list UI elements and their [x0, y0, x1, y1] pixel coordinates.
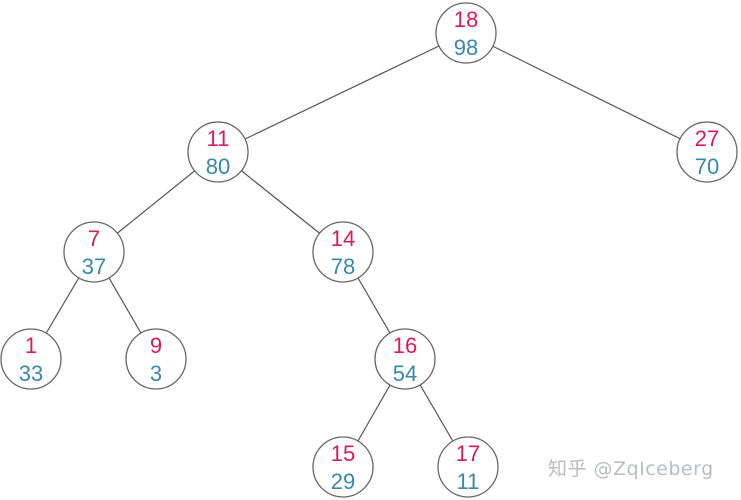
- node-priority: 98: [454, 35, 478, 60]
- node-circle: [312, 221, 374, 283]
- node-key: 27: [695, 126, 719, 151]
- node-key: 11: [207, 126, 230, 151]
- node-circle: [374, 328, 436, 390]
- node-priority: 54: [393, 361, 417, 386]
- node-key: 14: [331, 226, 355, 251]
- node-key: 7: [88, 226, 100, 251]
- edge-n18-n27: [465, 32, 708, 153]
- tree-node-9: 93: [125, 328, 187, 390]
- node-priority: 78: [331, 254, 355, 279]
- node-key: 1: [25, 333, 37, 358]
- node-key: 16: [393, 333, 417, 358]
- tree-node-1: 133: [0, 328, 62, 390]
- node-circle: [63, 221, 125, 283]
- node-key: 9: [150, 333, 162, 358]
- node-circle: [125, 328, 187, 390]
- node-key: 17: [456, 441, 480, 466]
- node-circle: [187, 121, 249, 183]
- node-priority: 11: [457, 469, 480, 494]
- node-priority: 29: [331, 469, 355, 494]
- node-priority: 33: [19, 361, 43, 386]
- node-circle: [437, 436, 499, 498]
- node-priority: 37: [82, 254, 106, 279]
- node-circle: [0, 328, 62, 390]
- node-circle: [312, 436, 374, 498]
- node-key: 18: [454, 7, 478, 32]
- node-priority: 3: [150, 361, 162, 386]
- node-key: 15: [331, 441, 355, 466]
- node-circle: [676, 121, 738, 183]
- tree-node-7: 737: [63, 221, 125, 283]
- watermark: 知乎 @ZqIceberg: [548, 458, 714, 480]
- edge-n18-n11: [217, 32, 467, 153]
- node-priority: 70: [695, 154, 719, 179]
- node-circle: [435, 2, 497, 64]
- node-priority: 80: [206, 154, 230, 179]
